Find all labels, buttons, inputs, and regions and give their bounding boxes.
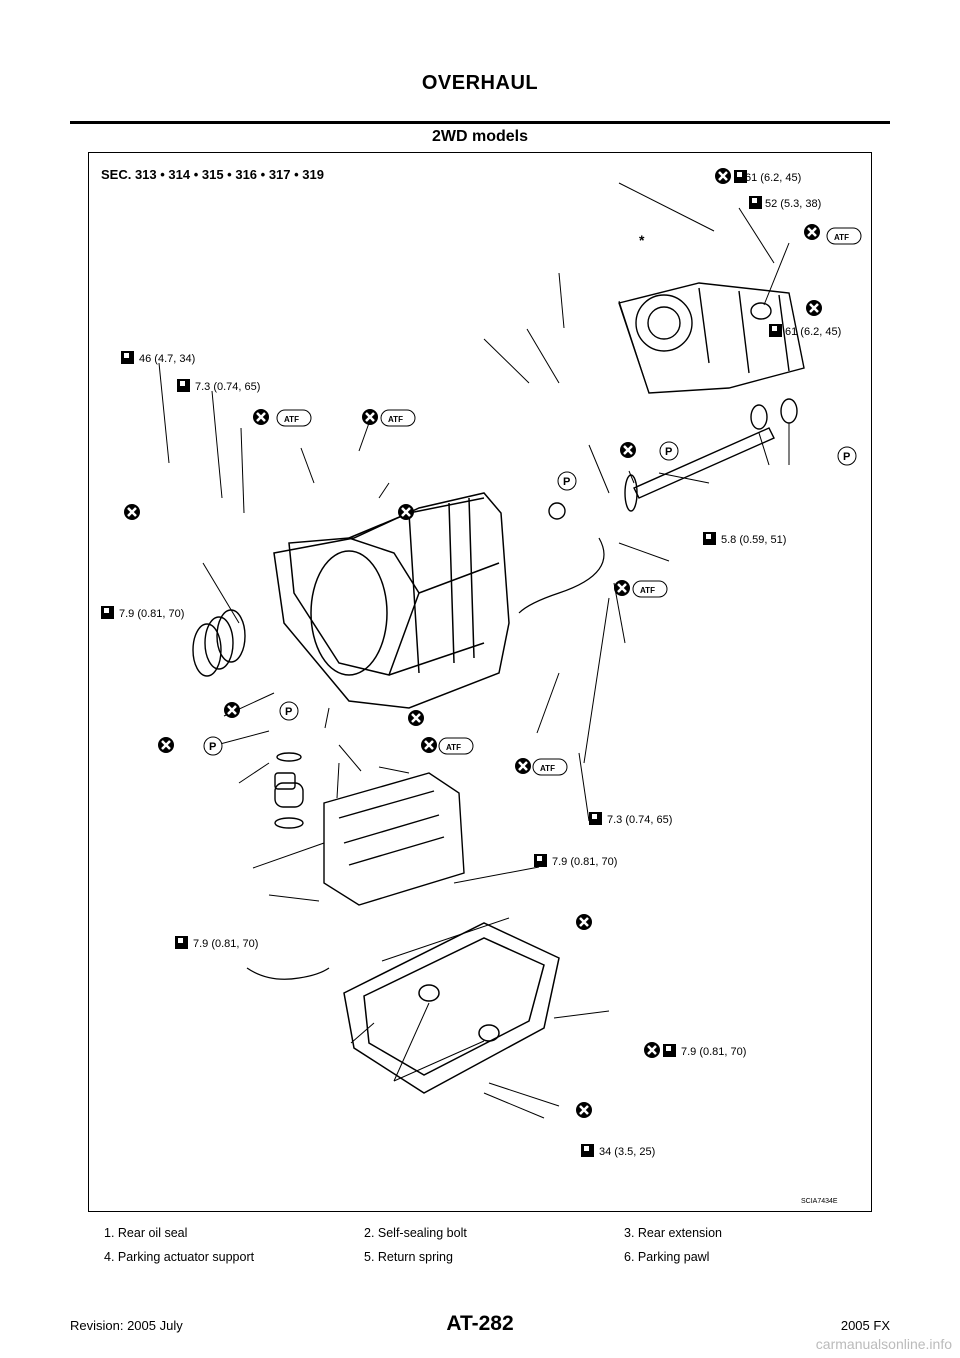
- svg-text:7.9 (0.81, 70): 7.9 (0.81, 70): [552, 856, 617, 868]
- legend-item: 1. Rear oil seal: [104, 1226, 188, 1240]
- fluid-tags: ATF ATF ATF ATF ATF ATF P P P P P *: [203, 227, 862, 776]
- transmission-case-drawing: [273, 492, 510, 709]
- svg-text:ATF: ATF: [834, 233, 849, 242]
- svg-text:ATF: ATF: [388, 415, 403, 424]
- exploded-diagram: SEC. 313 • 314 • 315 • 316 • 317 • 319 S…: [88, 152, 872, 1212]
- svg-text:P: P: [665, 446, 672, 458]
- svg-text:P: P: [843, 451, 850, 463]
- legend-row: 4. Parking actuator support 5. Return sp…: [104, 1250, 884, 1274]
- svg-text:*: *: [639, 232, 645, 248]
- svg-text:7.9 (0.81, 70): 7.9 (0.81, 70): [119, 608, 184, 620]
- legend-item: 2. Self-sealing bolt: [364, 1226, 467, 1240]
- svg-text:P: P: [209, 741, 216, 753]
- revision-date: Revision: 2005 July: [70, 1318, 183, 1333]
- legend-item: 3. Rear extension: [624, 1226, 722, 1240]
- diagram-drawing: SEC. 313 • 314 • 315 • 316 • 317 • 319 S…: [101, 166, 862, 1205]
- svg-text:52 (5.3, 38): 52 (5.3, 38): [765, 198, 821, 210]
- sensor-harness-drawing: [246, 967, 330, 980]
- model-year: 2005 FX: [840, 1318, 890, 1333]
- legend-item: 4. Parking actuator support: [104, 1250, 255, 1264]
- svg-text:ATF: ATF: [284, 415, 299, 424]
- oil-pan-drawing: [343, 922, 560, 1094]
- svg-text:61 (6.2, 45): 61 (6.2, 45): [785, 326, 841, 338]
- header-rule: [70, 121, 890, 124]
- torque-labels: 61 (6.2, 45) 52 (5.3, 38) 61 (6.2, 45) 4…: [119, 172, 841, 1158]
- svg-text:7.3 (0.74, 65): 7.3 (0.74, 65): [607, 814, 672, 826]
- legend-item: 6. Parking pawl: [624, 1250, 710, 1264]
- svg-text:ATF: ATF: [640, 586, 655, 595]
- svg-text:P: P: [563, 476, 570, 488]
- legend-item: 5. Return spring: [364, 1250, 453, 1264]
- harness-drawing: [518, 537, 605, 614]
- section-code: SEC. 313 • 314 • 315 • 316 • 317 • 319: [101, 167, 324, 182]
- svg-text:ATF: ATF: [446, 743, 461, 752]
- page-title: OVERHAUL: [421, 72, 539, 94]
- svg-text:7.9 (0.81, 70): 7.9 (0.81, 70): [681, 1046, 746, 1058]
- svg-text:ATF: ATF: [540, 764, 555, 773]
- svg-text:34 (3.5, 25): 34 (3.5, 25): [599, 1146, 655, 1158]
- svg-text:46 (4.7, 34): 46 (4.7, 34): [139, 353, 195, 365]
- page-number: AT-282: [446, 1312, 514, 1335]
- legend-row: 1. Rear oil seal 2. Self-sealing bolt 3.…: [104, 1226, 884, 1250]
- leader-lines: [158, 182, 790, 1119]
- control-valve-drawing: [323, 772, 465, 906]
- svg-text:7.9 (0.81, 70): 7.9 (0.81, 70): [193, 938, 258, 950]
- rear-extension-drawing: [618, 282, 805, 394]
- watermark: carmanualsonline.info: [815, 1336, 952, 1352]
- accumulator-drawing: [274, 752, 304, 829]
- svg-text:61 (6.2, 45): 61 (6.2, 45): [745, 172, 801, 184]
- svg-text:7.3 (0.74, 65): 7.3 (0.74, 65): [195, 381, 260, 393]
- figure-code: SCIA7434E: [801, 1198, 838, 1205]
- svg-text:5.8 (0.59, 51): 5.8 (0.59, 51): [721, 534, 786, 546]
- svg-text:P: P: [285, 706, 292, 718]
- parts-legend: 1. Rear oil seal 2. Self-sealing bolt 3.…: [104, 1226, 884, 1274]
- section-subtitle: 2WD models: [431, 128, 528, 145]
